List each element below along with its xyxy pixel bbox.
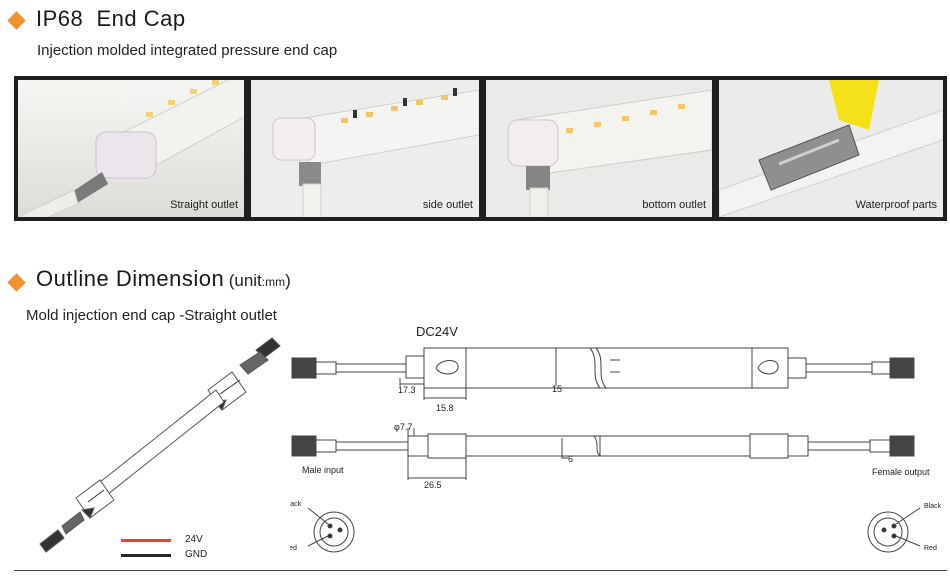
left-pin-black-label: Black bbox=[290, 501, 302, 508]
section-bullet-icon bbox=[7, 273, 26, 292]
photo-side-outlet: side outlet bbox=[251, 80, 479, 217]
side-outlet-image bbox=[251, 80, 479, 217]
dim-15-8: 15.8 bbox=[436, 403, 454, 413]
section-title-outline: Outline Dimension (unit:mm) bbox=[36, 266, 291, 292]
section-bullet-icon bbox=[7, 11, 26, 30]
right-pin-red-label: Red bbox=[924, 545, 937, 552]
dim-17-3: 17.3 bbox=[398, 385, 416, 395]
dimension-drawing: DC24V 17.3 15.8 15 φ7.7 26.5 6 Male inpu… bbox=[290, 324, 942, 553]
dim-phi-7-7: φ7.7 bbox=[394, 422, 412, 432]
isometric-strip-drawing bbox=[39, 337, 281, 553]
waterproof-parts-image bbox=[719, 80, 943, 217]
unit-open: (unit bbox=[228, 271, 262, 290]
outline-unit: (unit:mm) bbox=[229, 271, 291, 290]
photo-caption-3: bottom outlet bbox=[642, 199, 706, 211]
bottom-outlet-image bbox=[486, 80, 712, 217]
legend-gnd-swatch bbox=[121, 554, 171, 557]
legend-24v-swatch bbox=[121, 539, 171, 542]
dim-6: 6 bbox=[568, 454, 573, 464]
legend-24v-label: 24V bbox=[185, 534, 203, 545]
photo-caption-1: Straight outlet bbox=[170, 199, 238, 211]
photo-caption-4: Waterproof parts bbox=[855, 199, 937, 211]
male-input-label: Male input bbox=[302, 465, 344, 475]
straight-outlet-image bbox=[18, 80, 244, 217]
legend-gnd-label: GND bbox=[185, 549, 208, 560]
unit-close: ) bbox=[285, 271, 291, 290]
photo-waterproof-parts: Waterproof parts bbox=[719, 80, 943, 217]
left-pin-red-label: Red bbox=[290, 545, 297, 552]
voltage-label: DC24V bbox=[416, 324, 458, 339]
dim-15: 15 bbox=[552, 384, 562, 394]
bottom-divider bbox=[14, 570, 947, 571]
unit-small: :mm bbox=[261, 275, 286, 289]
dim-26-5: 26.5 bbox=[424, 480, 442, 490]
photo-straight-outlet: Straight outlet bbox=[18, 80, 244, 217]
photo-caption-2: side outlet bbox=[422, 199, 473, 211]
photo-bottom-outlet: bottom outlet bbox=[486, 80, 712, 217]
photo-strip: Straight outlet side outlet bottom outle… bbox=[14, 76, 947, 221]
female-output-label: Female output bbox=[872, 467, 930, 477]
section-subtitle-endcap: Injection molded integrated pressure end… bbox=[37, 42, 338, 59]
outline-subtitle: Mold injection end cap -Straight outlet bbox=[26, 307, 277, 324]
outline-title-text: Outline Dimension bbox=[36, 266, 225, 291]
section-title-endcap: IP68 End Cap bbox=[36, 6, 186, 31]
right-pin-black-label: Black bbox=[924, 503, 942, 510]
